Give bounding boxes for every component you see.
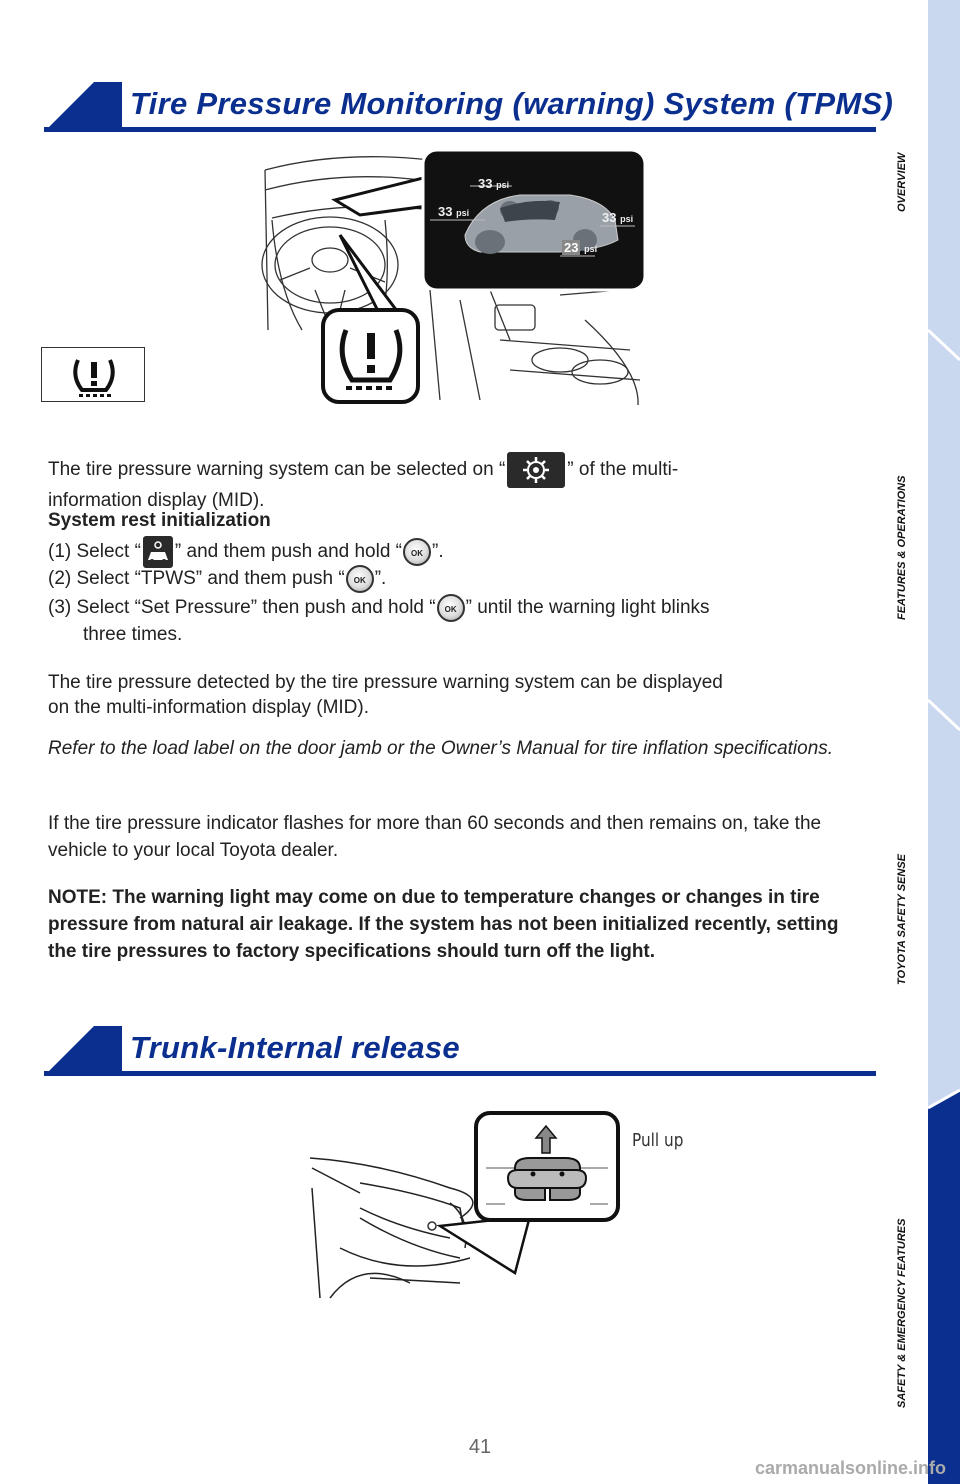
header-accent <box>44 82 122 132</box>
trunk-section-title: Trunk-Internal release <box>130 1030 460 1065</box>
tpms-warning-icon <box>73 359 115 397</box>
ok-button-icon: OK <box>436 594 465 622</box>
refer-paragraph: Refer to the load label on the door jamb… <box>48 738 834 759</box>
header-underline <box>44 127 876 132</box>
tpms-indicator-box <box>41 347 145 402</box>
readout-rear-right: 23 psi <box>562 240 598 255</box>
settings-gear-icon <box>507 452 566 488</box>
tab-safety-emergency[interactable]: SAFETY & EMERGENCY FEATURES <box>896 1218 908 1408</box>
page-number: 41 <box>468 1436 492 1458</box>
display-paragraph: The tire pressure detected by the tire p… <box>48 672 723 718</box>
trunk-release-illustration <box>309 1111 620 1299</box>
readout-rear-left: 33 psi <box>438 204 470 219</box>
tab-features-operations[interactable]: FEATURES & OPERATIONS <box>896 475 908 620</box>
flash-paragraph: If the tire pressure indicator flashes f… <box>48 813 822 861</box>
intro-paragraph: The tire pressure warning system can be … <box>48 452 868 514</box>
tpms-section-title: Tire Pressure Monitoring (warning) Syste… <box>130 86 894 121</box>
ok-button-icon: OK <box>345 565 374 593</box>
watermark: carmanualsonline.info <box>754 1458 946 1478</box>
trunk-section-header: Trunk-Internal release <box>44 1026 876 1076</box>
note-paragraph: NOTE: The warning light may come on due … <box>48 887 839 962</box>
chapter-sidebar <box>928 0 960 1484</box>
active-chapter-tab <box>928 1090 960 1484</box>
arrow-up-icon <box>534 1124 558 1154</box>
readout-front-left: 33 psi <box>478 176 510 191</box>
readout-front-right: 33 psi <box>602 210 634 225</box>
vehicle-settings-icon <box>142 536 173 568</box>
init-heading: System rest initialization <box>48 510 271 531</box>
tpms-dashboard-illustration <box>261 148 647 406</box>
step-2: (2) Select “TPWS” and them push “OK”. <box>48 565 868 593</box>
step-1: (1) Select “ ” and them push and hold “O… <box>48 536 868 568</box>
ok-button-icon: OK <box>403 538 432 566</box>
tab-toyota-safety-sense[interactable]: TOYOTA SAFETY SENSE <box>896 853 908 985</box>
tab-overview[interactable]: OVERVIEW <box>896 152 908 212</box>
header-underline <box>44 1071 876 1076</box>
tpms-section-header: Tire Pressure Monitoring (warning) Syste… <box>44 82 893 132</box>
step-3: (3) Select “Set Pressure” then push and … <box>48 594 868 648</box>
tpms-warning-icon <box>339 329 403 383</box>
pull-up-label: Pull up <box>632 1130 684 1151</box>
header-accent <box>44 1026 122 1076</box>
